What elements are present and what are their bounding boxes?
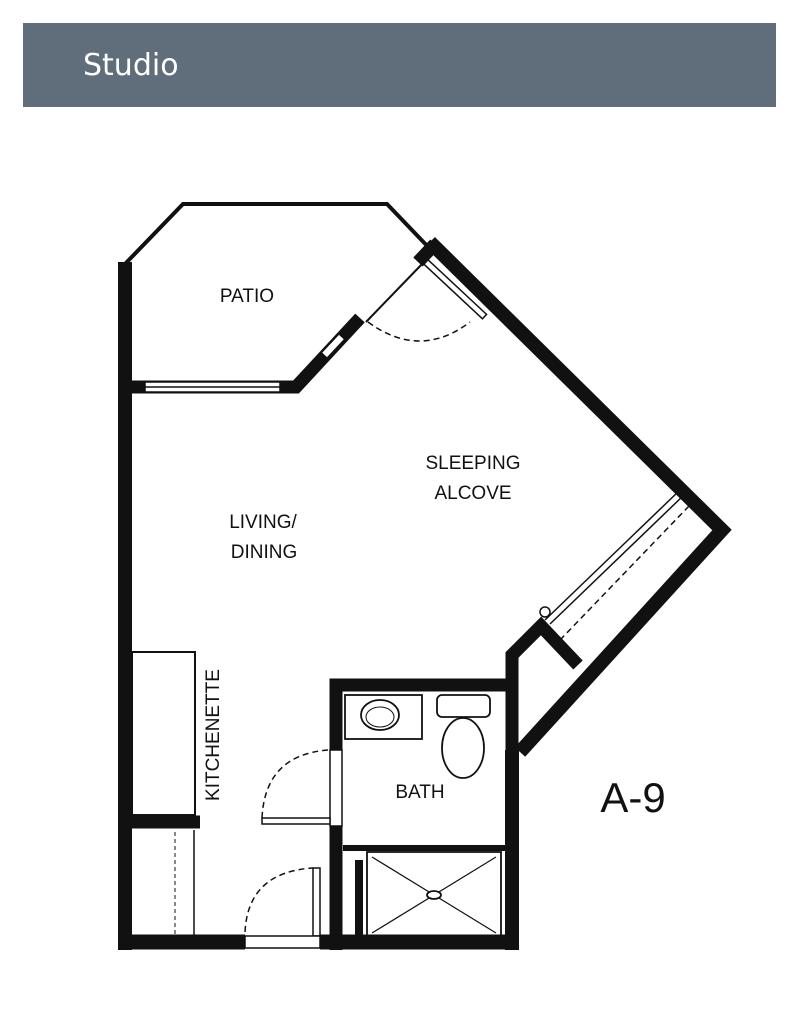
closet-handle (539, 606, 551, 618)
room-label-patio: PATIO (220, 286, 274, 307)
bath-wall-top (329, 678, 512, 750)
patio-door-frame (365, 261, 425, 323)
closet-rod (559, 504, 691, 641)
toilet-icon (441, 717, 485, 779)
side-window (320, 332, 346, 360)
exterior-diagonal-wall (425, 237, 732, 757)
closet-slider-1 (544, 489, 681, 621)
entry-door-panel (312, 867, 321, 937)
bath-door-panel (329, 749, 343, 827)
patio-door-swing (367, 321, 471, 342)
patio-door-panel (422, 258, 488, 320)
closet-wall (505, 616, 583, 760)
entry-door-swing (244, 867, 314, 933)
room-label-bath: BATH (395, 782, 444, 803)
room-label-living: LIVING/ (229, 512, 297, 533)
sink-icon (360, 699, 400, 731)
patio-wall-upper (413, 239, 440, 267)
room-label-sleeping: SLEEPING (425, 453, 520, 474)
vanity-counter (344, 694, 423, 740)
unit-code: A-9 (600, 774, 665, 821)
page-title: Studio (83, 48, 179, 83)
closet-slider-2 (549, 493, 686, 625)
entry-threshold (244, 935, 321, 949)
room-label-alcove: ALCOVE (434, 483, 511, 504)
shower-drain (426, 890, 442, 900)
toilet-tank (436, 694, 491, 718)
bath-door-leaf (261, 817, 331, 825)
room-label-dining: DINING (231, 542, 298, 563)
kitchen-counter (131, 651, 196, 816)
bath-door-swing (261, 749, 329, 819)
patio-outline (123, 202, 435, 266)
header-bar: Studio (23, 23, 776, 107)
shower-pan (366, 851, 502, 939)
room-label-kitchenette: KITCHENETTE (203, 669, 224, 801)
